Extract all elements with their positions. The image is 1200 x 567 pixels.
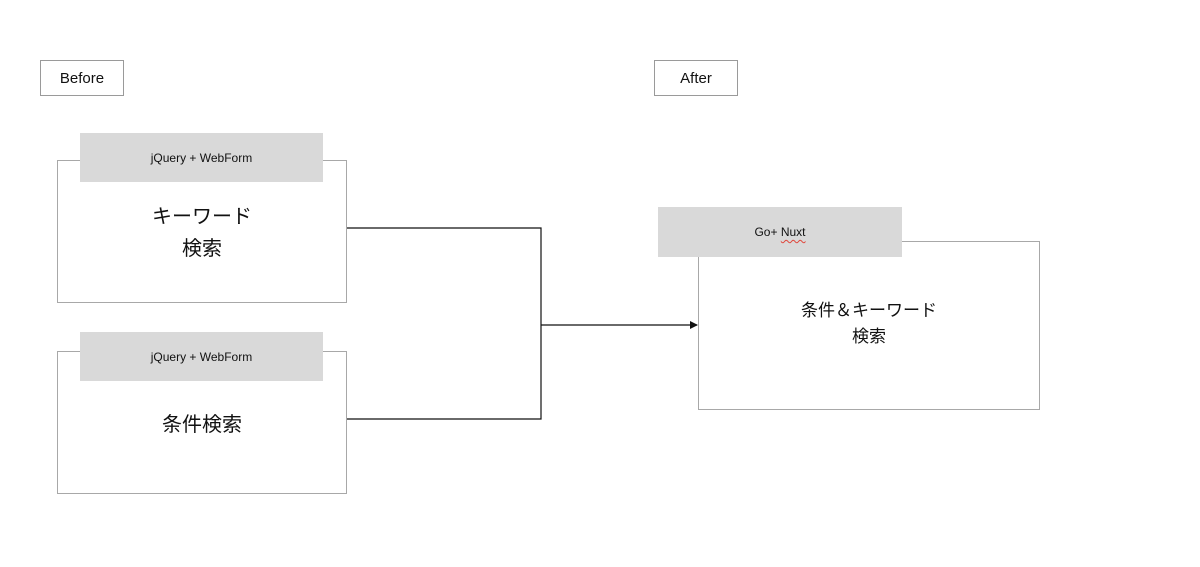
combined-tab-text-nuxt: Nuxt — [780, 225, 806, 239]
connector-from-condition-search — [347, 325, 542, 420]
combined-search-panel — [698, 241, 1040, 410]
combined-search-line-2: 検索 — [852, 327, 886, 347]
keyword-search-panel — [57, 160, 347, 303]
before-label: Before — [40, 60, 124, 96]
combined-search-title: 条件＆キーワード 検索 — [698, 296, 1040, 352]
keyword-search-line-1: キーワード — [152, 204, 252, 228]
keyword-search-title: キーワード 検索 — [57, 190, 347, 274]
combined-search-line-1: 条件＆キーワード — [801, 301, 937, 321]
condition-search-title: 条件検索 — [57, 404, 347, 444]
keyword-search-tech-tab: jQuery + WebForm — [80, 133, 323, 182]
condition-search-line-1: 条件検索 — [162, 412, 242, 436]
after-label: After — [654, 60, 738, 96]
connector-from-keyword-search — [347, 227, 542, 325]
condition-search-tech-tab: jQuery + WebForm — [80, 332, 323, 381]
combined-tab-text-go: Go+ — [754, 225, 781, 239]
combined-search-tech-tab: Go+ Nuxt — [658, 207, 902, 257]
keyword-search-line-2: 検索 — [182, 236, 222, 260]
